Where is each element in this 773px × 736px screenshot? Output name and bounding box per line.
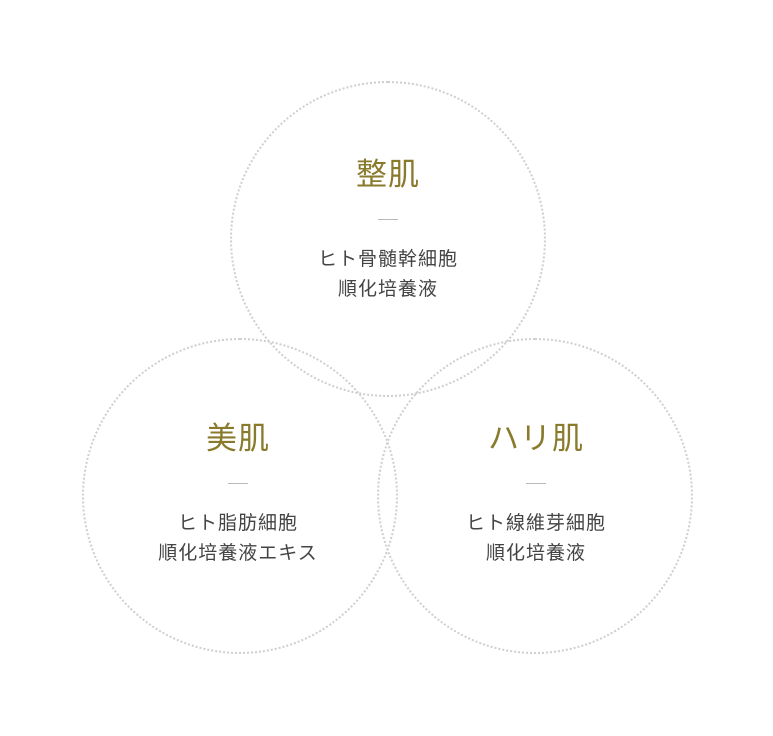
ingredient-line: 順化培養液エキス [158,542,318,564]
circle-title: 整肌 [356,157,420,193]
ingredient-line: ヒト脂肪細胞 [177,512,298,534]
circle-title: ハリ肌 [488,421,584,457]
circle-top [230,81,546,397]
circle-right [377,338,693,654]
divider [228,483,248,484]
label-left: 美肌 ヒト脂肪細胞 順化培養液エキス [118,419,358,568]
circle-title: 美肌 [206,421,270,457]
divider [526,483,546,484]
ingredient-line: ヒト骨髄幹細胞 [317,248,458,270]
label-right: ハリ肌 ヒト線維芽細胞 順化培養液 [416,419,656,568]
ingredient-line: 順化培養液 [337,278,438,300]
ingredient-line: 順化培養液 [485,542,586,564]
label-top: 整肌 ヒト骨髄幹細胞 順化培養液 [268,155,508,304]
ingredient-line: ヒト線維芽細胞 [465,512,606,534]
divider [378,219,398,220]
